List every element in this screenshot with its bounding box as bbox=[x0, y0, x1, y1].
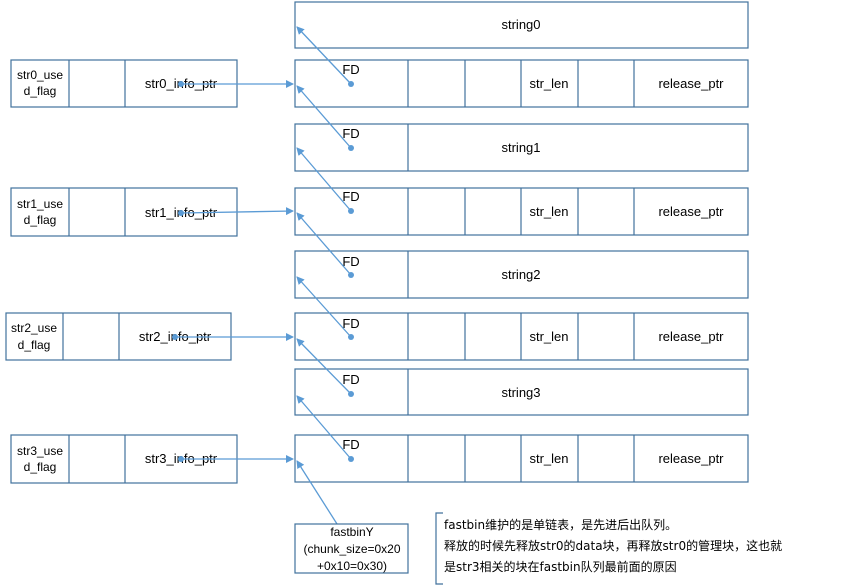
string3-label: string3 bbox=[501, 385, 540, 400]
str3-fd-label: FD bbox=[342, 437, 359, 452]
str0-flag-line2: d_flag bbox=[24, 84, 57, 98]
str1-left-block: str1_use d_flag str1_info_ptr bbox=[10, 187, 238, 237]
string2-fd-label: FD bbox=[342, 254, 359, 269]
str0-fd-label: FD bbox=[342, 62, 359, 77]
note-line2: 释放的时候先释放str0的data块，再释放str0的管理块，这也就 bbox=[444, 538, 782, 553]
str1-flag-line2: d_flag bbox=[24, 213, 57, 227]
string0-rect bbox=[294, 1, 749, 49]
str1-info-block: FD str_len release_ptr bbox=[294, 187, 749, 236]
string0-block: string0 bbox=[294, 1, 749, 49]
string3-block: FD string3 bbox=[294, 368, 749, 416]
fastbin-line3: +0x10=0x30) bbox=[317, 559, 387, 573]
str1-fd-label: FD bbox=[342, 189, 359, 204]
fastbin-rect bbox=[294, 523, 409, 574]
note-line3: 是str3相关的块在fastbin队列最前面的原因 bbox=[444, 559, 677, 574]
fastbin-line1: fastbinY bbox=[330, 525, 373, 539]
note-bracket bbox=[435, 512, 443, 585]
fd-arrow-str3-info bbox=[296, 395, 352, 460]
str1-ptr-arrow bbox=[180, 207, 294, 216]
string2-block: FD string2 bbox=[294, 250, 749, 299]
str2-flag-line2: d_flag bbox=[18, 338, 51, 352]
str0-strlen-label: str_len bbox=[529, 76, 568, 91]
fd-arrow-str0-info bbox=[296, 26, 352, 85]
fd-arrow-string2 bbox=[296, 212, 352, 276]
str2-strlen-label: str_len bbox=[529, 329, 568, 344]
str3-release-label: release_ptr bbox=[658, 451, 724, 466]
str1-flag-line1: str1_use bbox=[17, 197, 63, 211]
str2-info-block: FD str_len release_ptr bbox=[294, 312, 749, 361]
str0-release-label: release_ptr bbox=[658, 76, 724, 91]
string1-block: FD string1 bbox=[294, 123, 749, 172]
str2-flag-line1: str2_use bbox=[11, 321, 57, 335]
str2-fd-label: FD bbox=[342, 316, 359, 331]
string1-fd-label: FD bbox=[342, 126, 359, 141]
note-line1: fastbin维护的是单链表，是先进后出队列。 bbox=[444, 517, 677, 532]
string3-rect bbox=[294, 368, 749, 416]
fd-arrow-string3 bbox=[296, 338, 352, 395]
str3-info-block: FD str_len release_ptr bbox=[294, 434, 749, 483]
string3-fd-label: FD bbox=[342, 372, 359, 387]
string2-label: string2 bbox=[501, 267, 540, 282]
info-ptr-arrows bbox=[172, 80, 294, 463]
fastbin-block: fastbinY (chunk_size=0x20 +0x10=0x30) bbox=[294, 523, 409, 574]
str3-flag-line1: str3_use bbox=[17, 444, 63, 458]
string1-rect bbox=[294, 123, 749, 172]
fastbin-line2: (chunk_size=0x20 bbox=[303, 542, 400, 556]
string0-label: string0 bbox=[501, 17, 540, 32]
str3-flag-line2: d_flag bbox=[24, 460, 57, 474]
annotation-note: fastbin维护的是单链表，是先进后出队列。 释放的时候先释放str0的dat… bbox=[435, 512, 782, 585]
fd-arrow-str2-info bbox=[296, 276, 352, 338]
str0-info-block: FD str_len release_ptr bbox=[294, 59, 749, 108]
string1-label: string1 bbox=[501, 140, 540, 155]
string2-rect bbox=[294, 250, 749, 299]
str0-flag-line1: str0_use bbox=[17, 68, 63, 82]
str1-strlen-label: str_len bbox=[529, 204, 568, 219]
fd-arrow-str1-info bbox=[296, 147, 352, 212]
str1-release-label: release_ptr bbox=[658, 204, 724, 219]
str3-strlen-label: str_len bbox=[529, 451, 568, 466]
str2-release-label: release_ptr bbox=[658, 329, 724, 344]
fd-arrow-string1 bbox=[296, 85, 352, 149]
